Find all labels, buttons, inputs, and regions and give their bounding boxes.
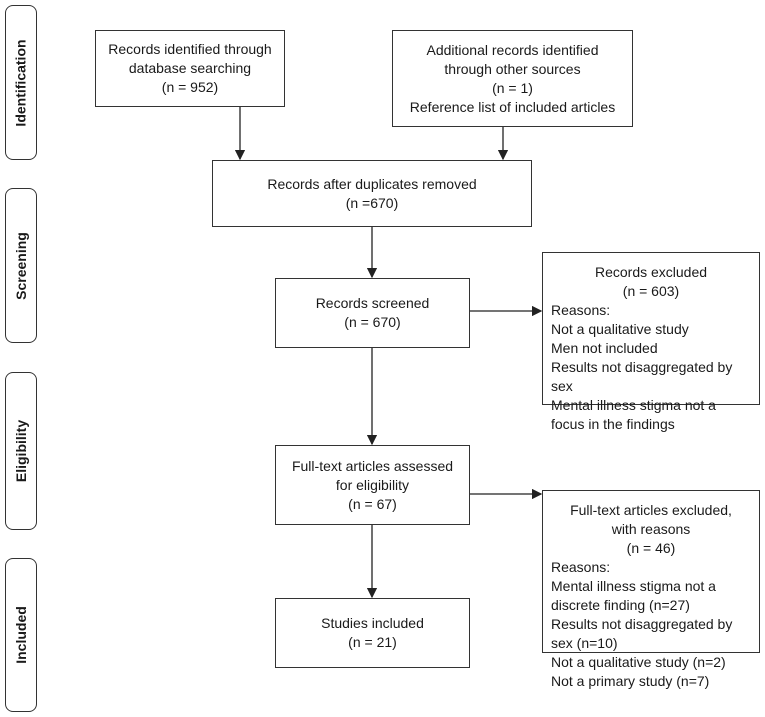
text: database searching bbox=[128, 60, 252, 76]
text: (n = 67) bbox=[348, 495, 397, 512]
reason: Not a primary study (n=7) bbox=[551, 673, 710, 689]
text: with reasons bbox=[611, 521, 691, 537]
box-other-sources: Additional records identified through oth… bbox=[392, 30, 633, 127]
text: Reference list of included articles bbox=[409, 98, 616, 115]
text: Records excluded bbox=[594, 264, 708, 280]
text: (n = 1) bbox=[492, 79, 533, 96]
reason: Results not disaggregated by sex (n=10) bbox=[551, 616, 733, 651]
text: (n = 670) bbox=[344, 314, 401, 330]
text: (n = 603) bbox=[622, 283, 680, 299]
reason: Not a qualitative study (n=2) bbox=[551, 654, 726, 670]
text: for eligibility bbox=[335, 476, 410, 493]
text: Reasons: bbox=[551, 302, 611, 318]
box-studies-included: Studies included (n = 21) bbox=[275, 598, 470, 668]
box-fulltext-excluded: Full-text articles excluded, with reasons… bbox=[542, 490, 760, 689]
box-after-duplicates: Records after duplicates removed (n =670) bbox=[212, 160, 532, 227]
text: Records after duplicates removed bbox=[267, 175, 477, 192]
text: Studies included bbox=[321, 615, 424, 631]
text: (n =670) bbox=[345, 194, 399, 211]
text: (n = 46) bbox=[626, 540, 676, 556]
phase-identification: Identification bbox=[5, 5, 37, 160]
text: (n = 952) bbox=[161, 79, 219, 95]
text: Reasons: bbox=[551, 559, 611, 575]
phase-screening: Screening bbox=[5, 188, 37, 343]
box-records-excluded: Records excluded (n = 603) Reasons: Not a… bbox=[542, 252, 760, 432]
text: Full-text articles excluded, bbox=[570, 502, 732, 518]
reason: Results not disaggregated by sex bbox=[551, 359, 733, 394]
text: Records identified through bbox=[108, 41, 272, 57]
reason: Men not included bbox=[551, 340, 658, 356]
phase-eligibility: Eligibility bbox=[5, 372, 37, 530]
text: Full-text articles assessed bbox=[291, 457, 454, 474]
box-records-screened: Records screened (n = 670) bbox=[275, 278, 470, 348]
text: Additional records identified bbox=[426, 41, 599, 58]
reason: Not a qualitative study bbox=[551, 321, 689, 337]
box-database-records: Records identified through database searc… bbox=[95, 30, 285, 107]
text: (n = 21) bbox=[348, 634, 397, 650]
text: through other sources bbox=[444, 60, 581, 77]
phase-included: Included bbox=[5, 558, 37, 712]
text: Records screened bbox=[315, 295, 430, 311]
reason: Mental illness stigma not a discrete fin… bbox=[551, 578, 716, 613]
reason: Mental illness stigma not a focus in the… bbox=[551, 397, 716, 432]
box-fulltext-assessed: Full-text articles assessed for eligibili… bbox=[275, 445, 470, 525]
